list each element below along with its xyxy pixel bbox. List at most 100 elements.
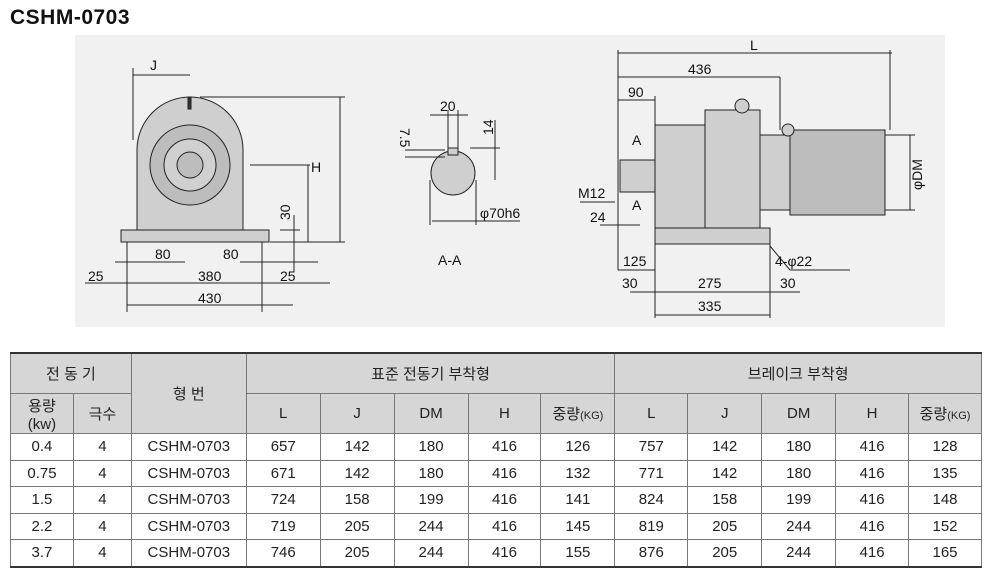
table-cell: 180 — [761, 459, 837, 487]
header-standard-h: H — [467, 393, 542, 434]
table-cell: CSHM-0703 — [130, 512, 247, 540]
section-label: A-A — [438, 252, 462, 268]
table-cell: 152 — [908, 512, 982, 540]
spec-table: 전 동 기 형 번 표준 전동기 부착형 브레이크 부착형 용량(kw) 극수 … — [10, 352, 982, 568]
table-cell: 132 — [540, 459, 616, 487]
dim-90: 90 — [628, 84, 644, 100]
table-cell: 771 — [614, 459, 689, 487]
table-cell: 244 — [761, 512, 837, 540]
table-cell: 657 — [245, 433, 321, 461]
table-cell: 142 — [319, 433, 395, 461]
table-cell: 126 — [540, 433, 616, 461]
table-cell: 180 — [393, 459, 469, 487]
table-cell: 135 — [908, 459, 982, 487]
table-cell: 158 — [319, 486, 395, 514]
dim-14: 14 — [480, 119, 496, 135]
table-cell: CSHM-0703 — [130, 433, 247, 461]
header-brake-l: L — [614, 393, 689, 434]
dim-125: 125 — [623, 253, 647, 269]
table-cell: 2.2 — [10, 512, 74, 540]
dim-DM: φDM — [909, 159, 925, 190]
dimension-drawing: J H 30 80 80 25 380 25 430 20 14 7.5 φ70… — [75, 35, 945, 327]
dim-7-5: 7.5 — [397, 128, 413, 148]
table-cell: 876 — [614, 539, 689, 567]
dim-25-right: 25 — [280, 268, 296, 284]
dim-335: 335 — [698, 298, 722, 314]
section-mark-bottom: A — [632, 197, 642, 213]
dim-J: J — [150, 57, 157, 73]
header-model: 형 번 — [130, 352, 247, 434]
dim-L: L — [750, 37, 758, 53]
dim-275: 275 — [698, 275, 722, 291]
table-cell: 244 — [761, 539, 837, 567]
table-cell: 199 — [761, 486, 837, 514]
table-cell: 205 — [319, 539, 395, 567]
dim-430: 430 — [198, 290, 222, 306]
table-cell: CSHM-0703 — [130, 486, 247, 514]
table-cell: 719 — [245, 512, 321, 540]
table-cell: 724 — [245, 486, 321, 514]
table-cell: 819 — [614, 512, 689, 540]
table-cell: 0.4 — [10, 433, 74, 461]
table-cell: 416 — [835, 486, 910, 514]
header-brake-h: H — [835, 393, 910, 434]
table-cell: 416 — [467, 539, 542, 567]
table-cell: 158 — [687, 486, 763, 514]
table-cell: 416 — [467, 486, 542, 514]
dim-24: 24 — [590, 209, 606, 225]
dim-30-right: 30 — [780, 275, 796, 291]
header-brake-dm: DM — [761, 393, 837, 434]
header-capacity: 용량(kw) — [10, 393, 74, 434]
header-poles: 극수 — [72, 393, 132, 434]
header-motor: 전 동 기 — [10, 352, 132, 394]
table-cell: 416 — [467, 459, 542, 487]
dim-80-left: 80 — [155, 246, 171, 262]
dim-20: 20 — [440, 98, 456, 114]
table-cell: 142 — [687, 433, 763, 461]
table-cell: 4 — [72, 433, 132, 461]
table-cell: 671 — [245, 459, 321, 487]
table-cell: 4 — [72, 486, 132, 514]
table-cell: 1.5 — [10, 486, 74, 514]
header-standard-weight: 중량(KG) — [540, 393, 616, 434]
dim-436: 436 — [688, 61, 712, 77]
table-cell: CSHM-0703 — [130, 459, 247, 487]
table-cell: 165 — [908, 539, 982, 567]
table-cell: 416 — [467, 433, 542, 461]
dim-M12: M12 — [578, 185, 605, 201]
table-cell: 142 — [687, 459, 763, 487]
table-cell: 244 — [393, 539, 469, 567]
table-cell: 205 — [687, 539, 763, 567]
table-cell: 142 — [319, 459, 395, 487]
header-standard-dm: DM — [393, 393, 469, 434]
dim-shaft-diameter: φ70h6 — [480, 205, 520, 221]
table-cell: 416 — [835, 539, 910, 567]
table-cell: 199 — [393, 486, 469, 514]
table-cell: 757 — [614, 433, 689, 461]
table-cell: 0.75 — [10, 459, 74, 487]
table-cell: 155 — [540, 539, 616, 567]
table-cell: 4 — [72, 512, 132, 540]
header-standard-l: L — [245, 393, 321, 434]
table-cell: 205 — [319, 512, 395, 540]
side-view — [619, 98, 886, 245]
table-cell: 746 — [245, 539, 321, 567]
table-cell: 205 — [687, 512, 763, 540]
table-cell: 180 — [761, 433, 837, 461]
table-cell: 4 — [72, 539, 132, 567]
header-brake-weight: 중량(KG) — [908, 393, 982, 434]
table-cell: CSHM-0703 — [130, 539, 247, 567]
section-mark-top: A — [632, 132, 642, 148]
header-standard: 표준 전동기 부착형 — [245, 352, 616, 394]
dim-30: 30 — [277, 204, 293, 220]
table-cell: 244 — [393, 512, 469, 540]
dim-30-left: 30 — [622, 275, 638, 291]
header-brake-j: J — [687, 393, 763, 434]
dim-80-right: 80 — [223, 246, 239, 262]
table-cell: 4 — [72, 459, 132, 487]
header-standard-j: J — [319, 393, 395, 434]
